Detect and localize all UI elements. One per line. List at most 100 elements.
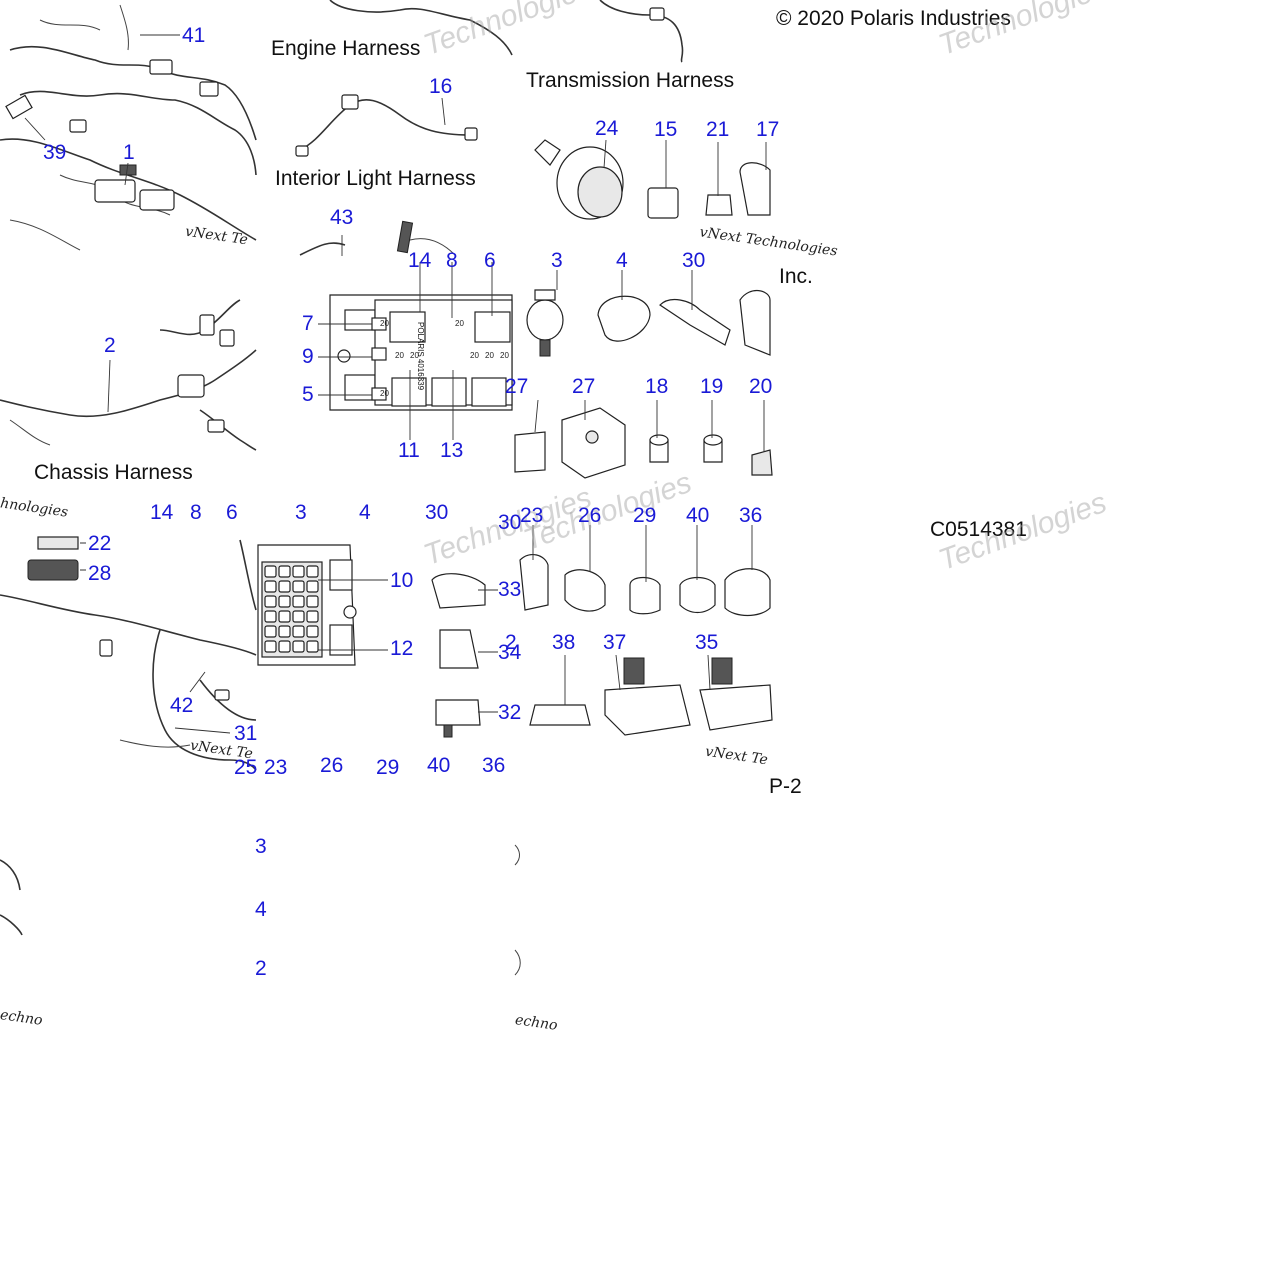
page-reference: P-2 bbox=[769, 775, 802, 798]
fuse-socket bbox=[278, 565, 291, 578]
callout-5: 5 bbox=[302, 383, 314, 406]
callout-7: 7 bbox=[302, 312, 314, 335]
callout-19: 19 bbox=[700, 375, 724, 398]
callout-4: 4 bbox=[255, 898, 267, 921]
callout-22: 22 bbox=[88, 532, 112, 555]
fuse-socket bbox=[264, 640, 277, 653]
callout-41: 41 bbox=[182, 24, 206, 47]
engine-harness-caption: Engine Harness bbox=[271, 37, 421, 60]
clips-drawing bbox=[514, 270, 773, 479]
fuse-socket bbox=[306, 595, 319, 608]
callout-3: 3 bbox=[295, 501, 307, 524]
callout-29: 29 bbox=[376, 756, 400, 779]
callout-18: 18 bbox=[645, 375, 669, 398]
fuse-socket bbox=[292, 640, 305, 653]
callout-11: 11 bbox=[398, 439, 420, 462]
fuse-slot-mark: 20 bbox=[380, 319, 389, 328]
callout-25: 25 bbox=[234, 756, 258, 779]
callout-36: 36 bbox=[482, 754, 506, 777]
callout-6: 6 bbox=[484, 249, 496, 272]
callout-13: 13 bbox=[440, 439, 464, 462]
fuse-socket bbox=[264, 625, 277, 638]
callout-21: 21 bbox=[706, 118, 730, 141]
callout-23: 23 bbox=[520, 504, 544, 527]
callout-38: 38 bbox=[552, 631, 576, 654]
callout-partial: 2 bbox=[505, 631, 517, 654]
callout-26: 26 bbox=[320, 754, 344, 777]
callout-20: 20 bbox=[749, 375, 773, 398]
callout-1: 1 bbox=[123, 141, 135, 164]
fuse-socket bbox=[292, 565, 305, 578]
callout-17: 17 bbox=[756, 118, 780, 141]
fuse-slot-mark: 20 bbox=[410, 351, 419, 360]
fuse-socket bbox=[264, 580, 277, 593]
chassis-harness-drawing bbox=[0, 299, 257, 451]
callout-40: 40 bbox=[427, 754, 451, 777]
fuse-socket bbox=[306, 640, 319, 653]
callout-27: 27 bbox=[572, 375, 596, 398]
callout-34: 34 bbox=[498, 641, 522, 664]
fuse-box-drawing bbox=[318, 262, 513, 440]
callout-28: 28 bbox=[88, 562, 112, 585]
callout-3: 3 bbox=[255, 835, 267, 858]
fuse-socket bbox=[278, 580, 291, 593]
engine-harness-drawing bbox=[0, 4, 257, 251]
callout-12: 12 bbox=[390, 637, 414, 660]
callout-16: 16 bbox=[429, 75, 453, 98]
callout-29: 29 bbox=[633, 504, 657, 527]
fuse-socket bbox=[278, 595, 291, 608]
fuse-socket bbox=[264, 565, 277, 578]
fuse-socket bbox=[306, 580, 319, 593]
fuse-socket bbox=[264, 595, 277, 608]
fuse-socket bbox=[306, 565, 319, 578]
chassis-harness-caption: Chassis Harness bbox=[34, 461, 193, 484]
callout-37: 37 bbox=[603, 631, 627, 654]
callout-39: 39 bbox=[43, 141, 67, 164]
callout-30: 30 bbox=[682, 249, 706, 272]
diagram-code: C0514381 bbox=[930, 518, 1027, 541]
callout-9: 9 bbox=[302, 345, 314, 368]
fuse-slot-mark: 20 bbox=[395, 351, 404, 360]
callout-14: 14 bbox=[150, 501, 174, 524]
fuse-slot-mark: 20 bbox=[380, 389, 389, 398]
callout-30: 30 bbox=[425, 501, 449, 524]
callout-35: 35 bbox=[695, 631, 719, 654]
copyright-notice: © 2020 Polaris Industries bbox=[776, 7, 1011, 30]
callout-32: 32 bbox=[498, 701, 522, 724]
callout-4: 4 bbox=[616, 249, 628, 272]
copyright-suffix: Inc. bbox=[779, 265, 813, 288]
interior-light-harness-caption: Interior Light Harness bbox=[275, 167, 476, 190]
connector-housings-drawing bbox=[519, 525, 773, 736]
fuse-slot-mark: 20 bbox=[455, 319, 464, 328]
callout-6: 6 bbox=[226, 501, 238, 524]
fuse-box-label: POLARIS 4016339 bbox=[416, 322, 425, 391]
callout-15: 15 bbox=[654, 118, 678, 141]
fuse-socket bbox=[278, 640, 291, 653]
callout-27-partial: 27 bbox=[505, 375, 529, 398]
callout-8: 8 bbox=[190, 501, 202, 524]
fuse-socket bbox=[306, 610, 319, 623]
callout-24: 24 bbox=[595, 117, 619, 140]
fuse-socket bbox=[292, 625, 305, 638]
callout-3: 3 bbox=[551, 249, 563, 272]
callout-26: 26 bbox=[578, 504, 602, 527]
callout-36: 36 bbox=[739, 504, 763, 527]
fuse-slot-mark: 20 bbox=[470, 351, 479, 360]
fuse-socket bbox=[292, 580, 305, 593]
fuse-socket bbox=[278, 610, 291, 623]
callout-42: 42 bbox=[170, 694, 194, 717]
callout-2: 2 bbox=[104, 334, 116, 357]
callout-10: 10 bbox=[390, 569, 414, 592]
callout-30: 30 bbox=[498, 511, 522, 534]
fuse-slot-mark: 20 bbox=[500, 351, 509, 360]
callout-40: 40 bbox=[686, 504, 710, 527]
fuse-socket bbox=[278, 625, 291, 638]
callout-23: 23 bbox=[264, 756, 288, 779]
transmission-harness-caption: Transmission Harness bbox=[526, 69, 735, 92]
interior-light-harness-drawing bbox=[295, 0, 513, 256]
callout-33: 33 bbox=[498, 578, 522, 601]
callout-43: 43 bbox=[330, 206, 354, 229]
fuse-socket bbox=[292, 595, 305, 608]
